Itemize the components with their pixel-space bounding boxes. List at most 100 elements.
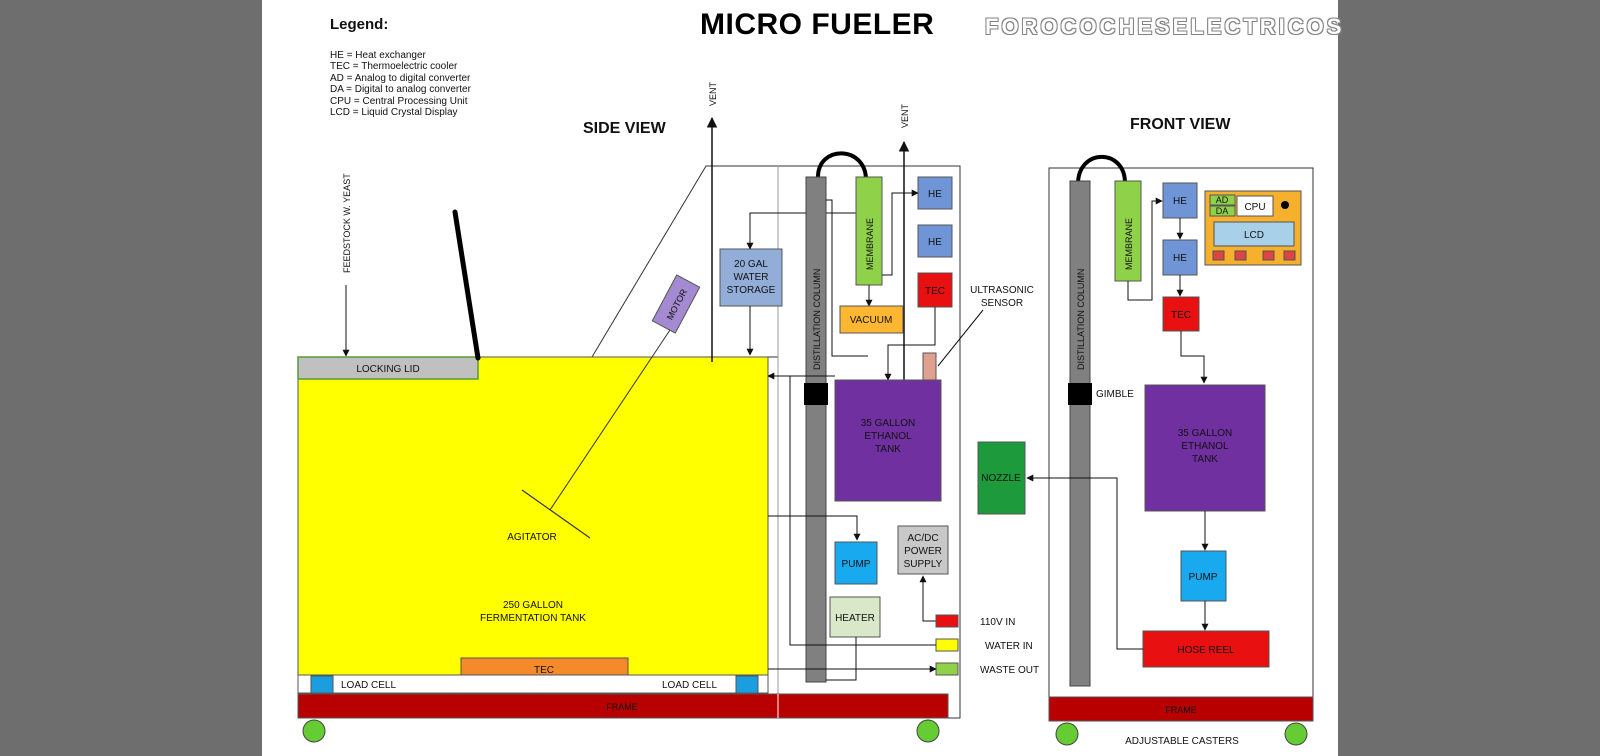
front-pump (1180, 550, 1227, 602)
side-tec (917, 272, 953, 308)
ultrasonic-sensor-label-2: SENSOR (981, 298, 1023, 309)
power-supply (897, 525, 949, 575)
power-in-wire (919, 575, 936, 622)
fermentation-tank-label-2: FERMENTATION TANK (480, 613, 586, 624)
control-button (1212, 250, 1225, 261)
ultrasonic-sensor-label-1: ULTRASONIC (970, 285, 1034, 296)
legend-item: AD = Analog to digital converter (330, 72, 471, 84)
heater-label: HEATER (835, 613, 875, 624)
front-view-heading: FRONT VIEW (1130, 116, 1231, 133)
side-ethanol-tank (834, 379, 942, 502)
water-in-pipe (770, 375, 936, 646)
front-tec-label: TEC (1171, 310, 1191, 321)
lcd-label: LCD (1244, 230, 1264, 241)
cpu (1236, 195, 1274, 217)
side-membrane (855, 176, 883, 286)
side-he-1 (917, 176, 953, 210)
port-water-in (935, 638, 959, 652)
lid-handle (452, 209, 481, 361)
control-button (1234, 250, 1247, 261)
lcd (1213, 221, 1295, 247)
nozzle-label: NOZZLE (981, 473, 1021, 484)
load-cell-right-label: LOAD CELL (662, 680, 717, 691)
vent-right-label: VENT (900, 103, 910, 128)
side-pump-label: PUMP (842, 559, 871, 570)
agitator-label: AGITATOR (507, 532, 556, 543)
side-column-hose (816, 151, 868, 181)
power-supply-label-3: SUPPLY (904, 559, 943, 570)
front-he-2-label: HE (1173, 253, 1187, 264)
da-converter-label: DA (1216, 206, 1229, 216)
watermark: FOROCOCHESELECTRICOS (985, 14, 1345, 39)
front-column-hose (1076, 155, 1127, 185)
hose-reel (1142, 630, 1270, 668)
front-frame-label: FRAME (1165, 705, 1197, 715)
front-gimble (1068, 383, 1092, 405)
legend-title: Legend: (330, 16, 389, 33)
side-tec-label: TEC (925, 286, 945, 297)
water-storage-label-2: WATER (734, 272, 769, 283)
vacuum (839, 305, 904, 334)
tank-to-pump-pipe (768, 515, 861, 541)
fermentation-tank-label-1: 250 GALLON (503, 600, 563, 611)
side-view-heading: SIDE VIEW (583, 120, 667, 137)
caster-side-right (916, 719, 940, 743)
locking-lid-label: LOCKING LID (356, 364, 419, 375)
side-frame-label: FRAME (606, 702, 638, 712)
vacuum-label: VACUUM (850, 315, 893, 326)
motor: MOTOR (651, 274, 701, 334)
caster-front-left (1055, 722, 1079, 746)
water-storage-inlet (746, 212, 868, 250)
side-he-2 (917, 224, 953, 258)
legend-item: DA = Digital to analog converter (330, 84, 471, 96)
tec-to-ethanol-tank (884, 307, 936, 381)
ultrasonic-sensor-leader (937, 309, 984, 367)
front-distillation-column-label: DISTILLATION COLUMN (1076, 269, 1086, 370)
front-membrane (1114, 180, 1142, 282)
front-he-2 (1162, 239, 1198, 276)
side-he-1-label: HE (928, 189, 942, 200)
caster-side-left (302, 719, 326, 743)
front-tec (1162, 296, 1200, 332)
da-converter (1209, 205, 1236, 217)
legend-item: TEC = Thermoelectric cooler (330, 61, 458, 73)
heater-to-column-pipe (826, 637, 857, 681)
front-membrane-label: MEMBRANE (1124, 218, 1134, 270)
control-button (1262, 250, 1275, 261)
side-ethanol-tank-label-1: 35 GALLON (861, 418, 915, 429)
front-pump-label: PUMP (1189, 572, 1218, 583)
legend-item: LCD = Liquid Crystal Display (330, 107, 458, 119)
fermentation-tank (297, 356, 769, 676)
power-supply-label-1: AC/DC (907, 533, 938, 544)
ad-converter-label: AD (1216, 195, 1229, 205)
column-to-vacuum-pipe (826, 199, 868, 357)
legend-item: HE = Heat exchanger (330, 50, 426, 61)
port-waste-out (935, 662, 959, 676)
heater (829, 596, 881, 638)
front-he-1-label: HE (1173, 196, 1187, 207)
side-gimble (804, 383, 828, 405)
port-110v (935, 614, 959, 628)
side-distillation-column-label: DISTILLATION COLUMN (812, 269, 822, 370)
vent-left-label: VENT (708, 81, 718, 106)
water-storage (719, 248, 783, 307)
side-distillation-column (805, 176, 827, 683)
front-ethanol-tank-label-3: TANK (1192, 454, 1218, 465)
cpu-label: CPU (1244, 202, 1265, 213)
front-frame (1048, 696, 1314, 722)
front-gimble-label: GIMBLE (1096, 389, 1134, 400)
side-membrane-label: MEMBRANE (865, 218, 875, 270)
side-pump (834, 541, 878, 585)
water-storage-label-1: 20 GAL (734, 259, 768, 270)
control-button (1283, 250, 1296, 261)
water-storage-label-3: STORAGE (727, 285, 776, 296)
adjustable-casters-label: ADJUSTABLE CASTERS (1125, 736, 1239, 747)
load-cell-base (297, 674, 769, 694)
hose-reel-to-nozzle (1026, 474, 1143, 650)
side-he-2-label: HE (928, 237, 942, 248)
diagram-title: MICRO FUELER (700, 8, 935, 41)
side-ethanol-tank-label-2: ETHANOL (864, 431, 912, 442)
nozzle (977, 441, 1026, 515)
